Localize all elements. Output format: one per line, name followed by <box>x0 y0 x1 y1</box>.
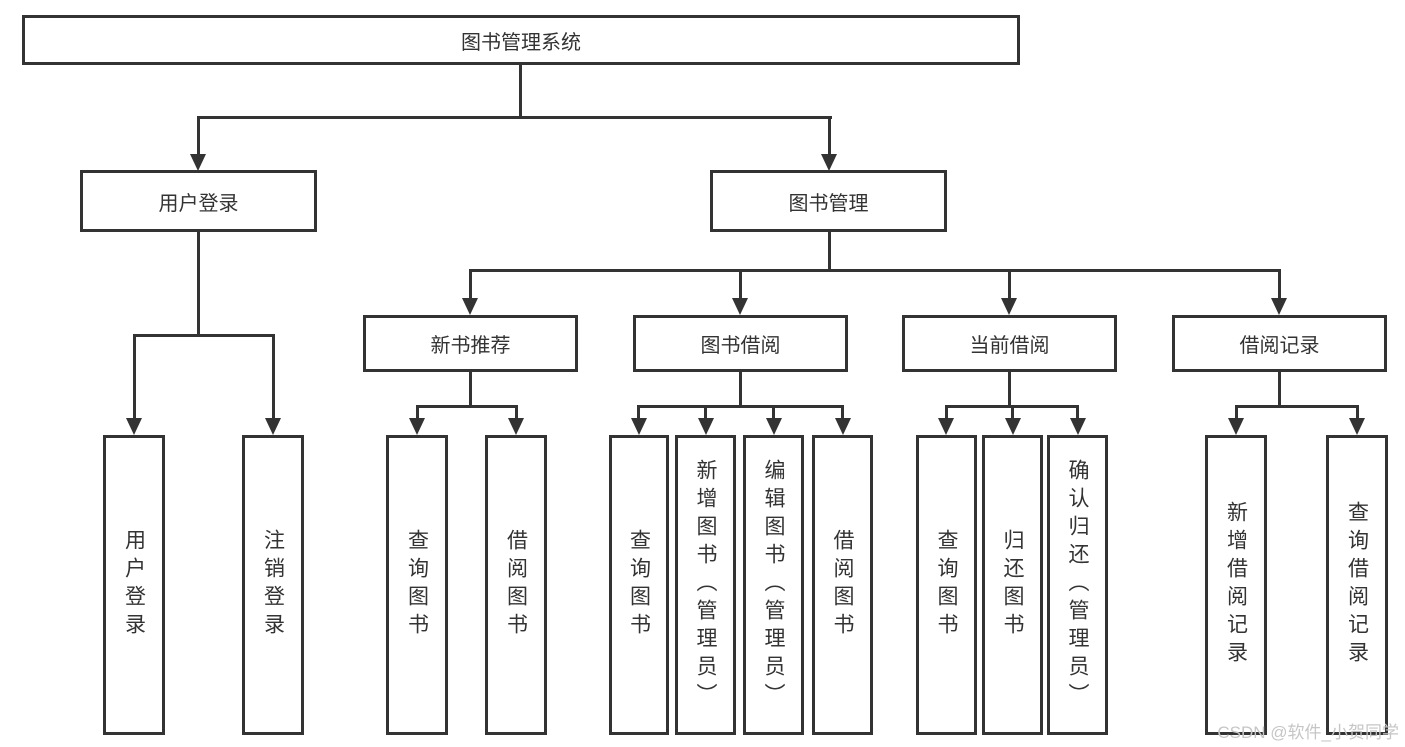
leaf-edit-book-admin: 编辑图书（管理员） <box>743 435 804 735</box>
leaf-logout-label: 注销登录 <box>261 529 285 641</box>
node-current-borrowing-label: 当前借阅 <box>969 335 1050 357</box>
connector-current-borrowing-stem <box>1008 371 1011 408</box>
leaf-query-borrow-record: 查询借阅记录 <box>1326 435 1388 735</box>
arrowhead-down <box>698 418 714 435</box>
node-book-management: 图书管理 <box>710 170 947 232</box>
connector-book-borrowing-stem <box>739 371 742 408</box>
arrowhead-down <box>766 418 782 435</box>
connector-drop-leaf <box>416 405 419 422</box>
arrowhead-down <box>1070 418 1086 435</box>
leaf-return-books-label: 归还图书 <box>1001 529 1024 641</box>
leaf-add-borrow-record-label: 新增借阅记录 <box>1224 501 1248 669</box>
arrowhead-down <box>631 418 647 435</box>
arrowhead-down <box>190 154 206 171</box>
leaf-query-books-recommend-label: 查询图书 <box>405 529 429 641</box>
node-borrowing-records: 借阅记录 <box>1172 315 1387 372</box>
connector-drop-leaf <box>1356 405 1359 422</box>
arrowhead-down <box>1271 298 1287 315</box>
leaf-user-login: 用户登录 <box>103 435 165 735</box>
node-book-borrowing-label: 图书借阅 <box>700 335 781 357</box>
leaf-query-books-current: 查询图书 <box>916 435 977 735</box>
connector-borrowing-records-stem <box>1278 371 1281 408</box>
leaf-query-books-recommend: 查询图书 <box>386 435 448 735</box>
connector-root-stem <box>519 64 522 118</box>
arrowhead-down <box>126 418 142 435</box>
connector-drop-leaf <box>272 334 275 422</box>
connector-drop-leaf <box>133 334 136 422</box>
connector-drop-leaf <box>841 405 844 422</box>
arrowhead-down <box>821 154 837 171</box>
leaf-query-books-current-label: 查询图书 <box>935 529 958 641</box>
node-current-borrowing: 当前借阅 <box>902 315 1117 372</box>
connector-drop-leaf <box>1076 405 1079 422</box>
connector-drop-level3 <box>739 269 742 302</box>
connector-drop-leaf <box>1011 405 1014 422</box>
leaf-confirm-return-admin-label: 确认归还（管理员） <box>1066 459 1089 711</box>
arrowhead-down <box>835 418 851 435</box>
leaf-confirm-return-admin: 确认归还（管理员） <box>1047 435 1108 735</box>
node-user-login: 用户登录 <box>80 170 317 232</box>
node-user-login-label: 用户登录 <box>158 192 239 215</box>
leaf-add-book-admin: 新增图书（管理员） <box>675 435 736 735</box>
connector-drop-leaf <box>772 405 775 422</box>
connector-drop-leaf <box>704 405 707 422</box>
connector-level2 <box>197 116 832 119</box>
arrowhead-down <box>1349 418 1365 435</box>
node-root-label: 图书管理系统 <box>461 31 581 54</box>
leaf-user-login-label: 用户登录 <box>122 529 146 641</box>
leaf-add-borrow-record: 新增借阅记录 <box>1205 435 1267 735</box>
connector-drop-level3 <box>1278 269 1281 302</box>
leaf-query-borrow-record-label: 查询借阅记录 <box>1345 501 1369 669</box>
leaf-borrow-books: 借阅图书 <box>812 435 873 735</box>
connector-drop-user-login <box>197 116 200 156</box>
leaf-borrow-books-recommend: 借阅图书 <box>485 435 547 735</box>
leaf-logout: 注销登录 <box>242 435 304 735</box>
connector-user-login-stem <box>197 231 200 337</box>
leaf-borrow-books-recommend-label: 借阅图书 <box>504 529 528 641</box>
leaf-borrow-books-label: 借阅图书 <box>831 529 854 641</box>
connector-drop-leaf <box>945 405 948 422</box>
connector-drop-book-management <box>828 116 831 156</box>
connector-book-management-stem <box>828 231 831 272</box>
arrowhead-down <box>1228 418 1244 435</box>
node-borrowing-records-label: 借阅记录 <box>1239 335 1320 357</box>
connector-level3 <box>469 269 1281 272</box>
connector-drop-level3 <box>469 269 472 302</box>
leaf-edit-book-admin-label: 编辑图书（管理员） <box>762 459 785 711</box>
arrowhead-down <box>508 418 524 435</box>
connector-borrowing-records-group <box>1235 405 1359 408</box>
arrowhead-down <box>462 298 478 315</box>
node-book-management-label: 图书管理 <box>788 192 869 215</box>
arrowhead-down <box>732 298 748 315</box>
arrowhead-down <box>409 418 425 435</box>
connector-book-borrowing-group <box>637 405 844 408</box>
connector-new-book-stem <box>469 371 472 408</box>
node-root: 图书管理系统 <box>22 15 1020 65</box>
connector-user-login-group <box>133 334 275 337</box>
connector-drop-level3 <box>1008 269 1011 302</box>
connector-drop-leaf <box>515 405 518 422</box>
node-new-book-recommendation: 新书推荐 <box>363 315 578 372</box>
leaf-query-books-borrowing: 查询图书 <box>609 435 669 735</box>
leaf-add-book-admin-label: 新增图书（管理员） <box>694 459 717 711</box>
node-book-borrowing: 图书借阅 <box>633 315 848 372</box>
arrowhead-down <box>938 418 954 435</box>
arrowhead-down <box>1005 418 1021 435</box>
arrowhead-down <box>1001 298 1017 315</box>
leaf-return-books: 归还图书 <box>982 435 1043 735</box>
node-new-book-recommendation-label: 新书推荐 <box>430 335 511 357</box>
connector-new-book-group <box>416 405 518 408</box>
watermark-text: CSDN @软件_小贺同学 <box>1217 723 1399 742</box>
leaf-query-books-borrowing-label: 查询图书 <box>627 529 651 641</box>
connector-drop-leaf <box>637 405 640 422</box>
connector-drop-leaf <box>1235 405 1238 422</box>
arrowhead-down <box>265 418 281 435</box>
